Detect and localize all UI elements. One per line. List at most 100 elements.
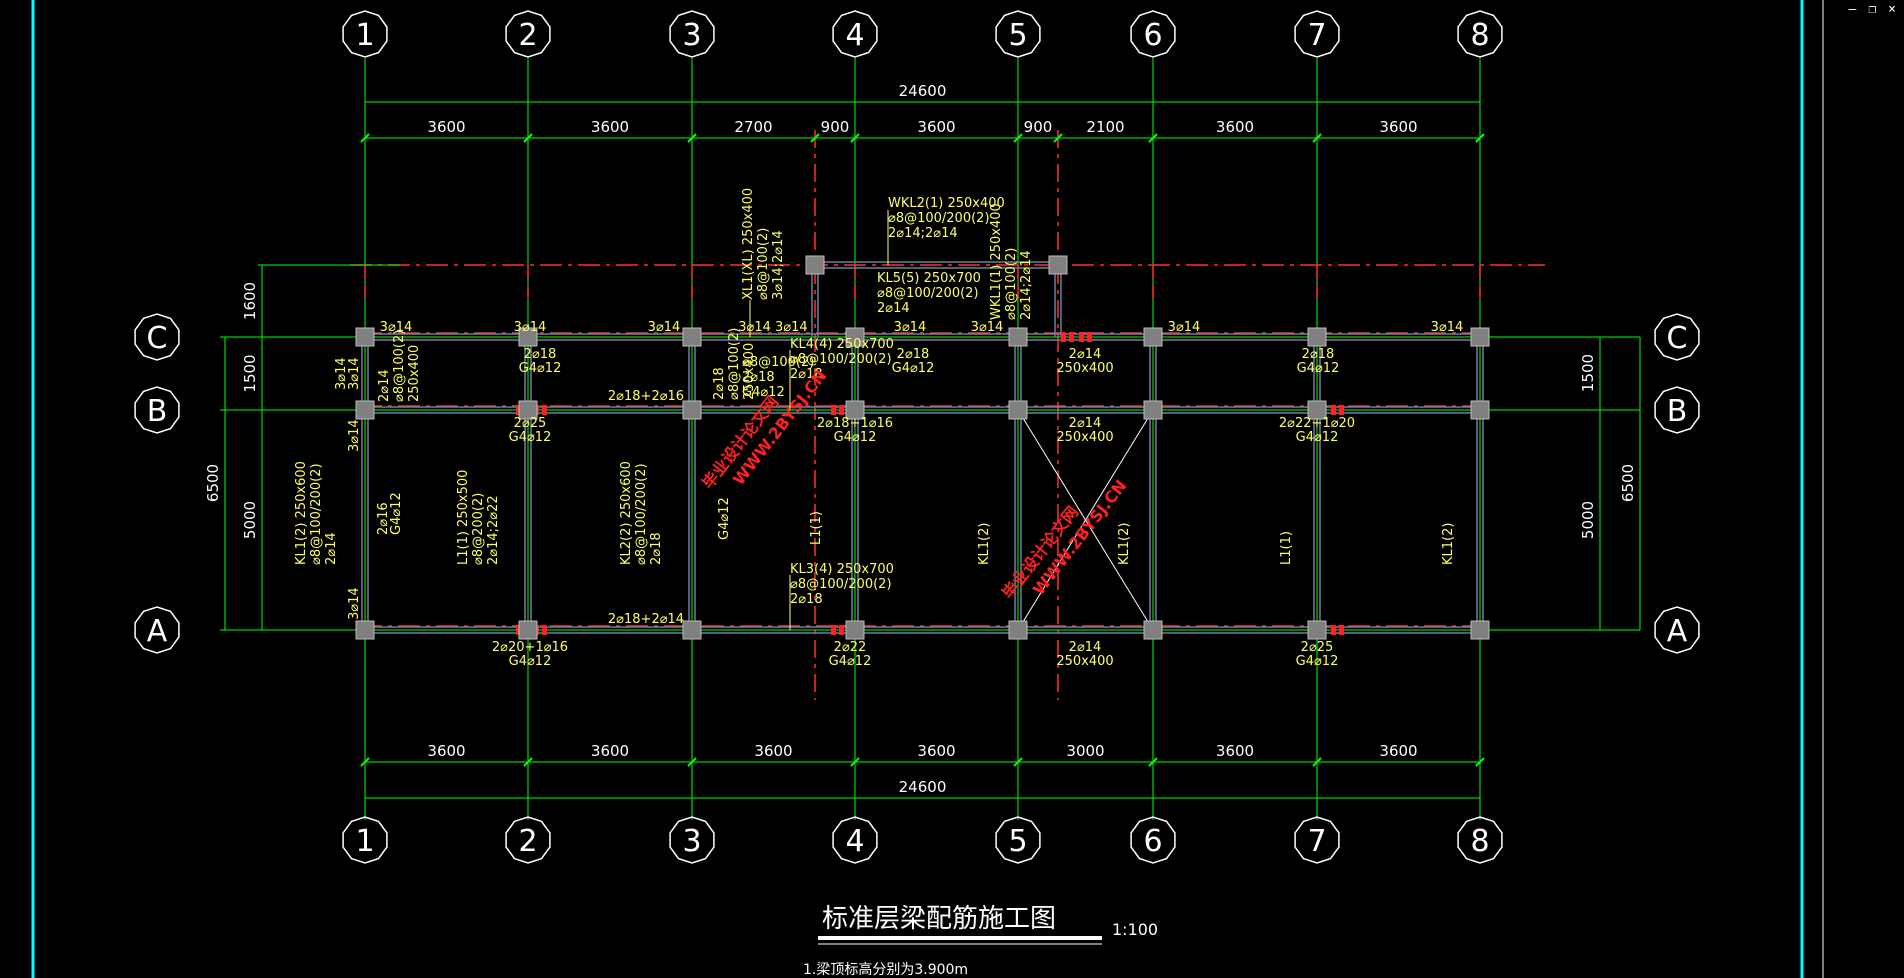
label-kl4-extra-2: G4⌀12 [742,385,785,400]
drawing-note: 1.梁顶标高分别为3.900m [803,961,968,978]
axis-bubble-left-C-ring [134,313,180,361]
axis-bubble-top-1-label: 1 [355,18,374,53]
dim-tick [1475,757,1485,767]
label-kl2-2: 2⌀18 [649,532,664,565]
rebar-b-c0: 2⌀14 [1069,416,1102,431]
rebar-mark-1 [839,405,844,415]
column-6A [1143,620,1163,640]
restore-icon[interactable]: ❐ [1868,2,1877,17]
axis-grid [220,58,1640,820]
label-col1-1: ⌀8@100(2) [392,330,407,402]
label-col1-0: 2⌀14 [377,369,392,402]
label-wkl1-1: ⌀8@100(2) [1004,248,1019,320]
label-l1-left-2: 2⌀14;2⌀22 [486,495,501,565]
column-3C [682,327,702,347]
label-kl5-1: ⌀8@100/200(2) [877,286,979,301]
label-col3-1: ⌀8@100(2) [727,328,742,400]
axis-bubble-bottom-8-ring [1457,816,1503,864]
label-wkl1-2: 2⌀14;2⌀14 [1019,250,1034,320]
label-xl1-0: XL1(XL) 250x400 [741,188,756,300]
minimize-icon[interactable]: ‒ [1848,2,1857,17]
axis-bubble-left-A-ring [134,606,180,654]
rebar-a-a0: 2⌀20+1⌀16 [492,640,568,655]
rebar-c-1: 3⌀14 [514,320,547,335]
axis-bubble-top-3-ring [669,10,715,58]
rebar-left-mid: 3⌀14 [347,419,362,452]
axis-bubble-bottom-5-ring [995,816,1041,864]
rebar-a-a1: G4⌀12 [509,654,552,669]
column-4B [845,400,865,420]
axis-bubble-top-1-ring [342,10,388,58]
dim-top-total: 24600 [899,82,947,100]
column-1A [355,620,375,640]
label-kl2-0: KL2(2) 250x600 [619,461,634,565]
axis-bubble-right-C-ring [1654,313,1700,361]
label-wkl1-0: WKL1(1) 250x400 [989,203,1004,320]
axis-bubble-bottom-6-label: 6 [1143,824,1162,859]
dim-tick [1148,757,1158,767]
dim-tick [1475,133,1485,143]
label-l1-right: L1(1) [1279,531,1294,565]
rebar-a-d0: 2⌀25 [1301,640,1334,655]
rebar-c-ba0: 2⌀18 [524,347,557,362]
rebar-c-6: 3⌀14 [1168,320,1201,335]
dim-top-seg-5: 900 [1024,118,1053,136]
axis-bubble-left-B-label: B [147,394,168,429]
rebar-a-d1: G4⌀12 [1296,654,1339,669]
axis-bubble-top-7-label: 7 [1307,18,1326,53]
close-icon[interactable]: × [1888,2,1896,17]
axis-bubble-bottom-5-label: 5 [1008,824,1027,859]
label-kl1-6: KL1(2) [1117,523,1132,565]
axis-bubble-top-7-ring [1294,10,1340,58]
rebar-mark-5 [839,625,844,635]
dim-top-seg-3: 900 [821,118,850,136]
label-kl4-extra-1: 2⌀18 [742,370,775,385]
rebar-b-d0: 2⌀22+1⌀20 [1279,416,1355,431]
rebar-c-2: 3⌀14 [648,320,681,335]
axis-bubble-bottom-4-label: 4 [845,824,864,859]
rebar-mark-4 [542,625,547,635]
column-5B [1008,400,1028,420]
axis-bubble-left-C-label: C [147,321,168,356]
axis-bubble-right-B-ring [1654,386,1700,434]
rebar-g4-3: G4⌀12 [717,497,732,540]
rebar-mark-3 [1339,405,1344,415]
dim-top-seg-4: 3600 [917,118,955,136]
axis-bubble-top-6-ring [1130,10,1176,58]
dim-top-seg-1: 3600 [591,118,629,136]
rebar-b-a1: G4⌀12 [509,430,552,445]
label-kl1-5: KL1(2) [977,523,992,565]
label-wkl2-2: 2⌀14;2⌀14 [888,226,958,241]
beam-annotations: WKL2(1) 250x400⌀8@100/200(2)2⌀14;2⌀14XL1… [294,188,1463,669]
dim-tick [523,133,533,143]
rebar-col2-0: 2⌀16 [376,502,391,535]
column-6C [1143,327,1163,347]
dim-right-seg-1: 5000 [1579,501,1597,539]
column-2C [518,327,538,347]
label-kl5-2: 2⌀14 [877,301,910,316]
rebar-left-top0: 3⌀14 [334,357,349,390]
axis-bubble-right-B-label: B [1667,394,1688,429]
rebar-c-bd1: G4⌀12 [1297,361,1340,376]
label-col3-0: 2⌀18 [712,367,727,400]
rebar-left-bot: 3⌀14 [347,587,362,620]
dim-tick [360,757,370,767]
dim-left-seg-1: 1500 [241,354,259,392]
dim-bottom-seg-4: 3000 [1066,742,1104,760]
axis-bubble-top-4-label: 4 [845,18,864,53]
column-3A [682,620,702,640]
rebar-c-bb1: G4⌀12 [892,361,935,376]
column-7B [1307,400,1327,420]
rebar-c-3: 3⌀14 3⌀14 [738,320,807,335]
label-kl4-0: KL4(4) 250x700 [790,337,894,352]
axis-bubble-right-A-ring [1654,606,1700,654]
dim-bottom-seg-5: 3600 [1216,742,1254,760]
axis-bubble-right-C-label: C [1667,321,1688,356]
rebar-a-c1: 250x400 [1056,654,1113,669]
stair-cross-2 [1017,409,1154,631]
axis-bubble-bottom-8-label: 8 [1470,824,1489,859]
column-cant-1 [1048,255,1068,275]
rebar-a-c0: 2⌀14 [1069,640,1102,655]
dim-tick [687,757,697,767]
